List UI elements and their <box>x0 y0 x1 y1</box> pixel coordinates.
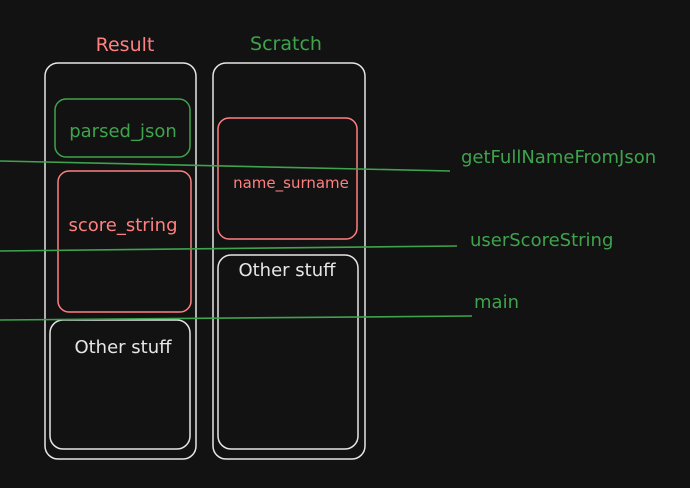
parsed-json-label: parsed_json <box>69 121 177 142</box>
scratch-column-title: Scratch <box>250 33 322 55</box>
scratch-other-stuff-block <box>217 254 359 450</box>
userscore-boundary-line <box>0 245 458 252</box>
result-column <box>44 62 197 460</box>
result-other-stuff-label: Other stuff <box>74 337 172 358</box>
result-other-stuff-block <box>49 319 191 450</box>
name-surname-block <box>217 117 358 240</box>
scratch-other-stuff-label: Other stuff <box>238 260 336 281</box>
function-label-userscore: userScoreString <box>470 230 613 251</box>
main-boundary-line <box>0 315 473 321</box>
function-label-main: main <box>474 292 519 313</box>
scratch-column <box>212 62 366 460</box>
score-string-block <box>57 170 192 313</box>
result-column-title: Result <box>96 34 155 56</box>
function-label-getfullname: getFullNameFromJson <box>461 147 656 168</box>
parsed-json-block <box>54 98 191 158</box>
name-surname-label: name_surname <box>233 174 349 193</box>
getfullname-boundary-line <box>0 160 451 172</box>
score-string-label: score_string <box>68 215 177 236</box>
